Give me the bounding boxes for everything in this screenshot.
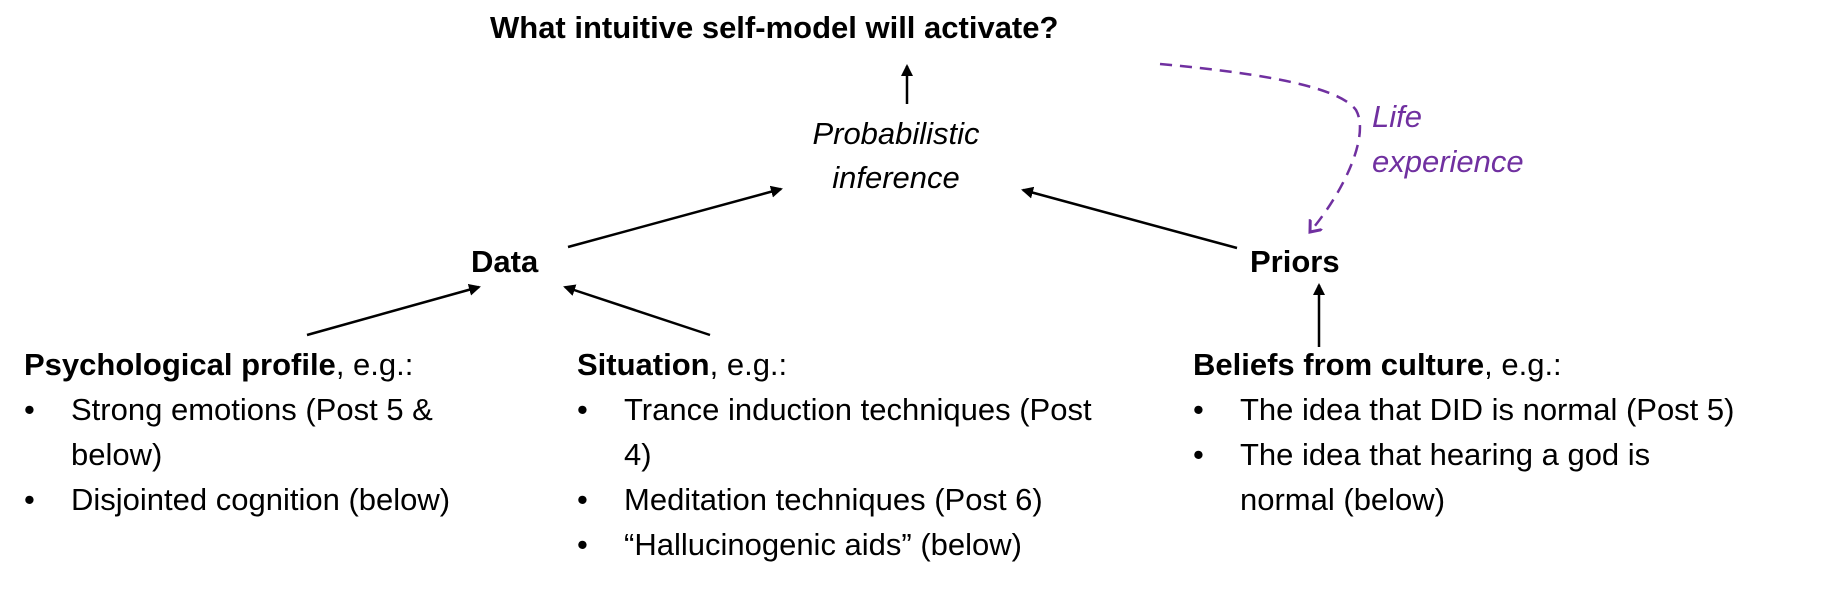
beliefs-from-culture-list: The idea that DID is normal (Post 5) The…: [1193, 387, 1823, 522]
list-item: The idea that DID is normal (Post 5): [1193, 387, 1823, 432]
list-item: “Hallucinogenic aids” (below): [577, 522, 1137, 567]
situation-list: Trance induction techniques (Post 4) Med…: [577, 387, 1137, 567]
beliefs-from-culture-title: Beliefs from culture: [1193, 347, 1485, 382]
arrow-situation-to-data: [563, 284, 711, 337]
beliefs-from-culture-heading: Beliefs from culture, e.g.:: [1193, 342, 1823, 387]
life-experience-label: Life experience: [1372, 99, 1524, 179]
diagram-title: What intuitive self-model will activate?: [490, 10, 1059, 45]
list-item: Disjointed cognition (below): [24, 477, 544, 522]
arrow-life-experience-dashed: [1159, 62, 1362, 232]
situation-group: Situation, e.g.: Trance induction techni…: [577, 342, 1137, 567]
situation-heading: Situation, e.g.:: [577, 342, 1137, 387]
arrow-priors-to-inference: [1021, 186, 1238, 250]
psychological-profile-heading: Psychological profile, e.g.:: [24, 342, 544, 387]
data-node-label: Data: [471, 244, 539, 279]
psychological-profile-suffix: , e.g.:: [335, 347, 414, 382]
beliefs-from-culture-suffix: , e.g.:: [1484, 347, 1562, 382]
psychological-profile-group: Psychological profile, e.g.: Strong emot…: [24, 342, 544, 522]
list-item: Trance induction techniques (Post 4): [577, 387, 1094, 477]
list-item: The idea that hearing a god is normal (b…: [1193, 432, 1750, 522]
priors-node-label: Priors: [1250, 244, 1340, 279]
psychological-profile-title: Psychological profile: [24, 347, 336, 382]
arrow-psychological-to-data: [306, 283, 481, 337]
list-item: Strong emotions (Post 5 & below): [24, 387, 471, 477]
list-item: Meditation techniques (Post 6): [577, 477, 1137, 522]
situation-suffix: , e.g.:: [709, 347, 788, 382]
psychological-profile-list: Strong emotions (Post 5 & below) Disjoin…: [24, 387, 544, 522]
beliefs-from-culture-group: Beliefs from culture, e.g.: The idea tha…: [1193, 342, 1823, 522]
inference-node-label: Probabilistic inference: [812, 116, 980, 195]
situation-title: Situation: [577, 347, 710, 382]
arrow-data-to-inference: [567, 185, 783, 249]
